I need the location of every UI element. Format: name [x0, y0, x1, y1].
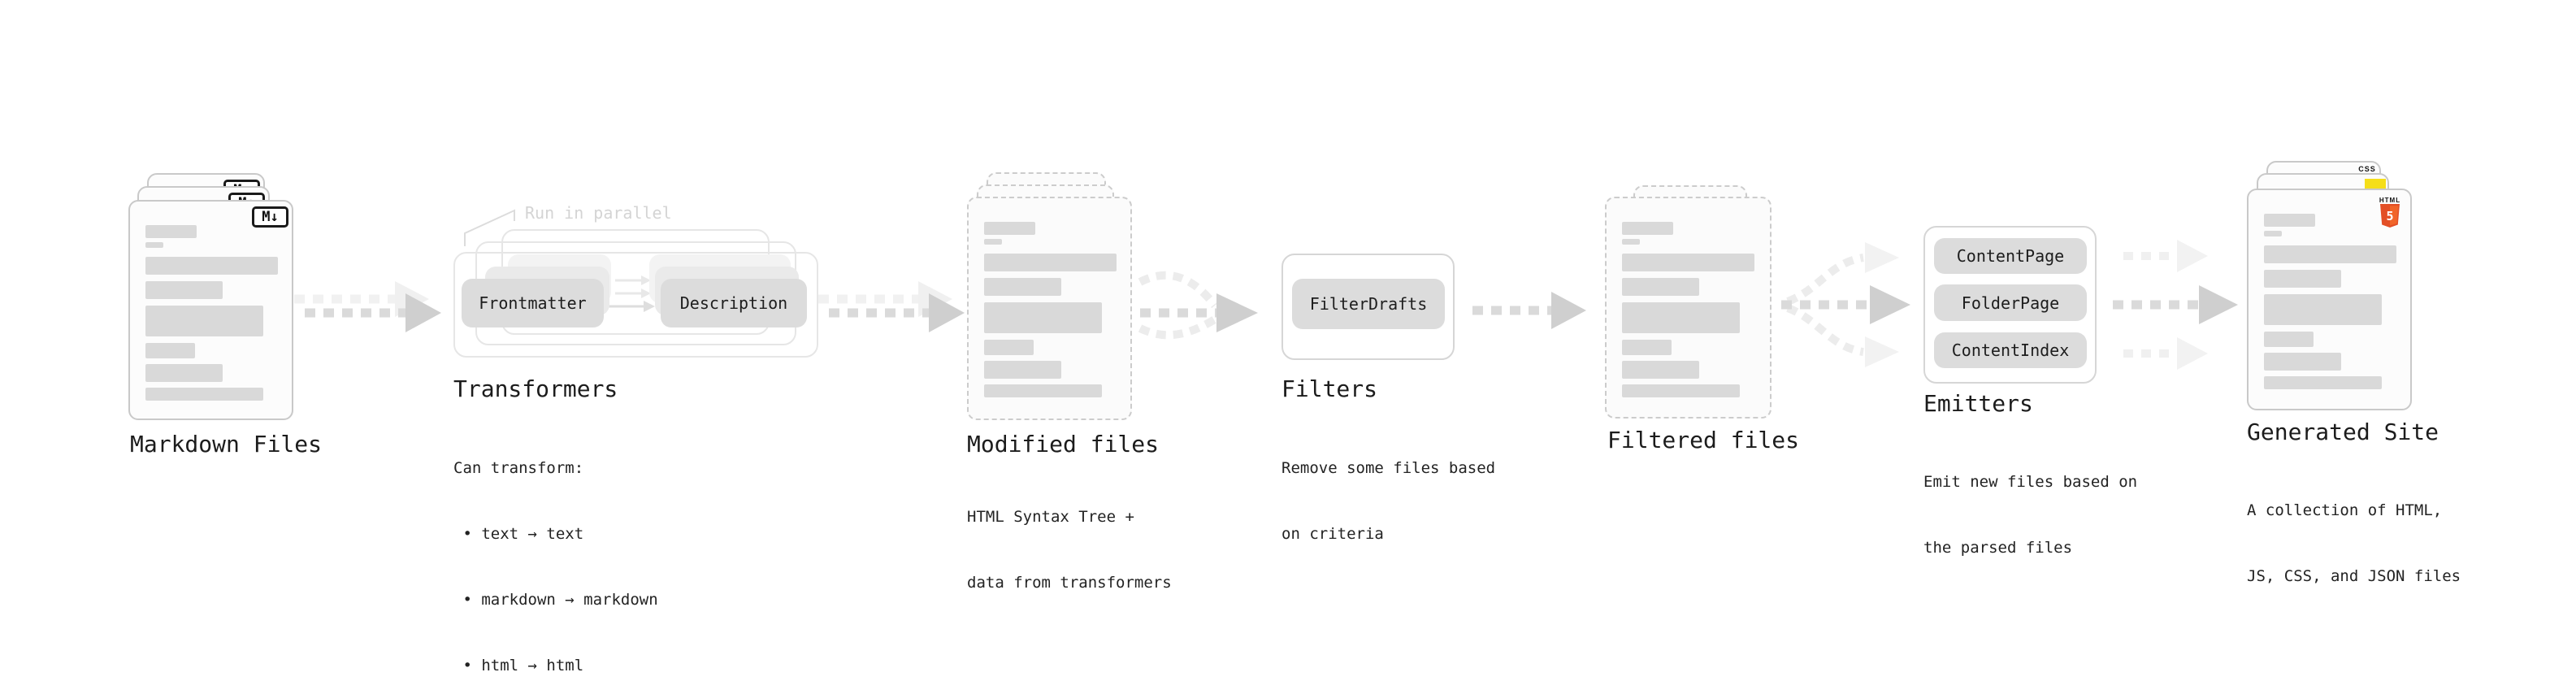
html5-wordmark: HTML [2379, 197, 2401, 204]
html5-icon: HTML 5 [2378, 197, 2402, 231]
arrow-transformers-to-modified [829, 293, 965, 332]
transformers-title: Transformers [453, 375, 618, 402]
modified-page-front [967, 197, 1132, 420]
svg-text:5: 5 [2386, 209, 2393, 223]
desc-line: Can transform: [453, 459, 584, 477]
doc-text-line [1622, 340, 1672, 355]
doc-text-line [1622, 222, 1673, 235]
markdown-icon: M↓ [252, 206, 288, 228]
markdown-page-front: M↓ [128, 200, 293, 420]
frontmatter-transformer: Frontmatter [462, 279, 604, 327]
folderpage-emitter: FolderPage [1934, 284, 2087, 321]
desc-line: • markdown → markdown [453, 591, 658, 609]
doc-text-line [145, 364, 223, 382]
desc-line: data from transformers [967, 574, 1172, 592]
desc-line: Emit new files based on [1923, 473, 2138, 491]
doc-text-line [2264, 231, 2282, 236]
desc-line: Remove some files based [1281, 459, 1496, 477]
arrow-filtered-to-emitters [1781, 242, 1910, 367]
doc-text-line [984, 239, 1002, 245]
contentindex-emitter: ContentIndex [1934, 332, 2087, 368]
desc-line: JS, CSS, and JSON files [2247, 567, 2461, 585]
doc-text-line [145, 281, 223, 299]
doc-text-line [984, 302, 1102, 333]
doc-text-line [2264, 245, 2396, 263]
emitters-desc: Emit new files based on the parsed files [1923, 427, 2137, 603]
desc-line: A collection of HTML, [2247, 501, 2443, 519]
markdown-files-title: Markdown Files [130, 431, 323, 458]
doc-text-line [1622, 361, 1699, 379]
doc-text-line [984, 222, 1035, 235]
html5-shield: 5 [2380, 204, 2400, 228]
desc-line: the parsed files [1923, 539, 2073, 557]
filters-desc: Remove some files based on criteria [1281, 414, 1495, 589]
doc-text-line [1622, 278, 1699, 296]
filterdrafts-filter: FilterDrafts [1292, 279, 1445, 329]
doc-text-line [984, 278, 1061, 296]
doc-text-line [2264, 294, 2382, 325]
doc-text-line [2264, 332, 2314, 347]
desc-line: on criteria [1281, 525, 1384, 543]
arrow-markdown-to-transformers-ghost [294, 281, 429, 317]
doc-text-line [1622, 239, 1640, 245]
arrow-modified-to-filters [1138, 271, 1258, 340]
contentpage-emitter: ContentPage [1934, 238, 2087, 274]
doc-text-line [984, 254, 1117, 271]
doc-placeholder-lines [130, 225, 292, 401]
transformers-box-front [453, 252, 818, 358]
filtered-page-front [1605, 197, 1772, 419]
generated-page-html: HTML 5 [2247, 189, 2412, 410]
doc-text-line [1622, 384, 1740, 397]
arrow-transformers-to-modified-ghost [818, 281, 952, 317]
modified-files-desc: HTML Syntax Tree + data from transformer… [967, 462, 1172, 638]
modified-files-title: Modified files [967, 431, 1160, 458]
doc-text-line [1622, 254, 1754, 271]
generated-site-desc: A collection of HTML, JS, CSS, and JSON … [2247, 456, 2461, 631]
description-transformer: Description [661, 279, 807, 327]
css-label: CSS [2358, 165, 2376, 173]
arrow-emitters-to-generated [2113, 240, 2238, 370]
doc-text-line [2264, 214, 2315, 227]
doc-text-line [145, 306, 263, 336]
doc-text-line [145, 225, 197, 238]
generated-site-title: Generated Site [2247, 419, 2439, 445]
doc-text-line [984, 361, 1061, 379]
transformers-desc: Can transform: • text → text • markdown … [453, 414, 658, 681]
doc-text-line [2264, 376, 2382, 389]
doc-text-line [145, 343, 195, 358]
doc-placeholder-lines [1607, 222, 1770, 397]
doc-text-line [145, 257, 278, 275]
desc-line: • html → html [453, 657, 584, 674]
desc-line: • text → text [453, 525, 584, 543]
doc-text-line [2264, 353, 2341, 371]
arrow-markdown-to-transformers [305, 293, 441, 332]
doc-text-line [984, 340, 1034, 355]
filtered-files-title: Filtered files [1607, 427, 1800, 453]
desc-line: HTML Syntax Tree + [967, 508, 1134, 526]
arrow-filters-to-filtered [1472, 292, 1586, 329]
doc-text-line [145, 388, 263, 401]
doc-placeholder-lines [969, 222, 1130, 397]
doc-text-line [145, 242, 163, 248]
doc-placeholder-lines [2249, 214, 2410, 389]
doc-text-line [2264, 270, 2341, 288]
filters-title: Filters [1281, 375, 1378, 402]
emitters-title: Emitters [1923, 390, 2033, 417]
doc-text-line [984, 384, 1102, 397]
doc-text-line [1622, 302, 1740, 333]
run-in-parallel-label: Run in parallel [525, 203, 672, 223]
